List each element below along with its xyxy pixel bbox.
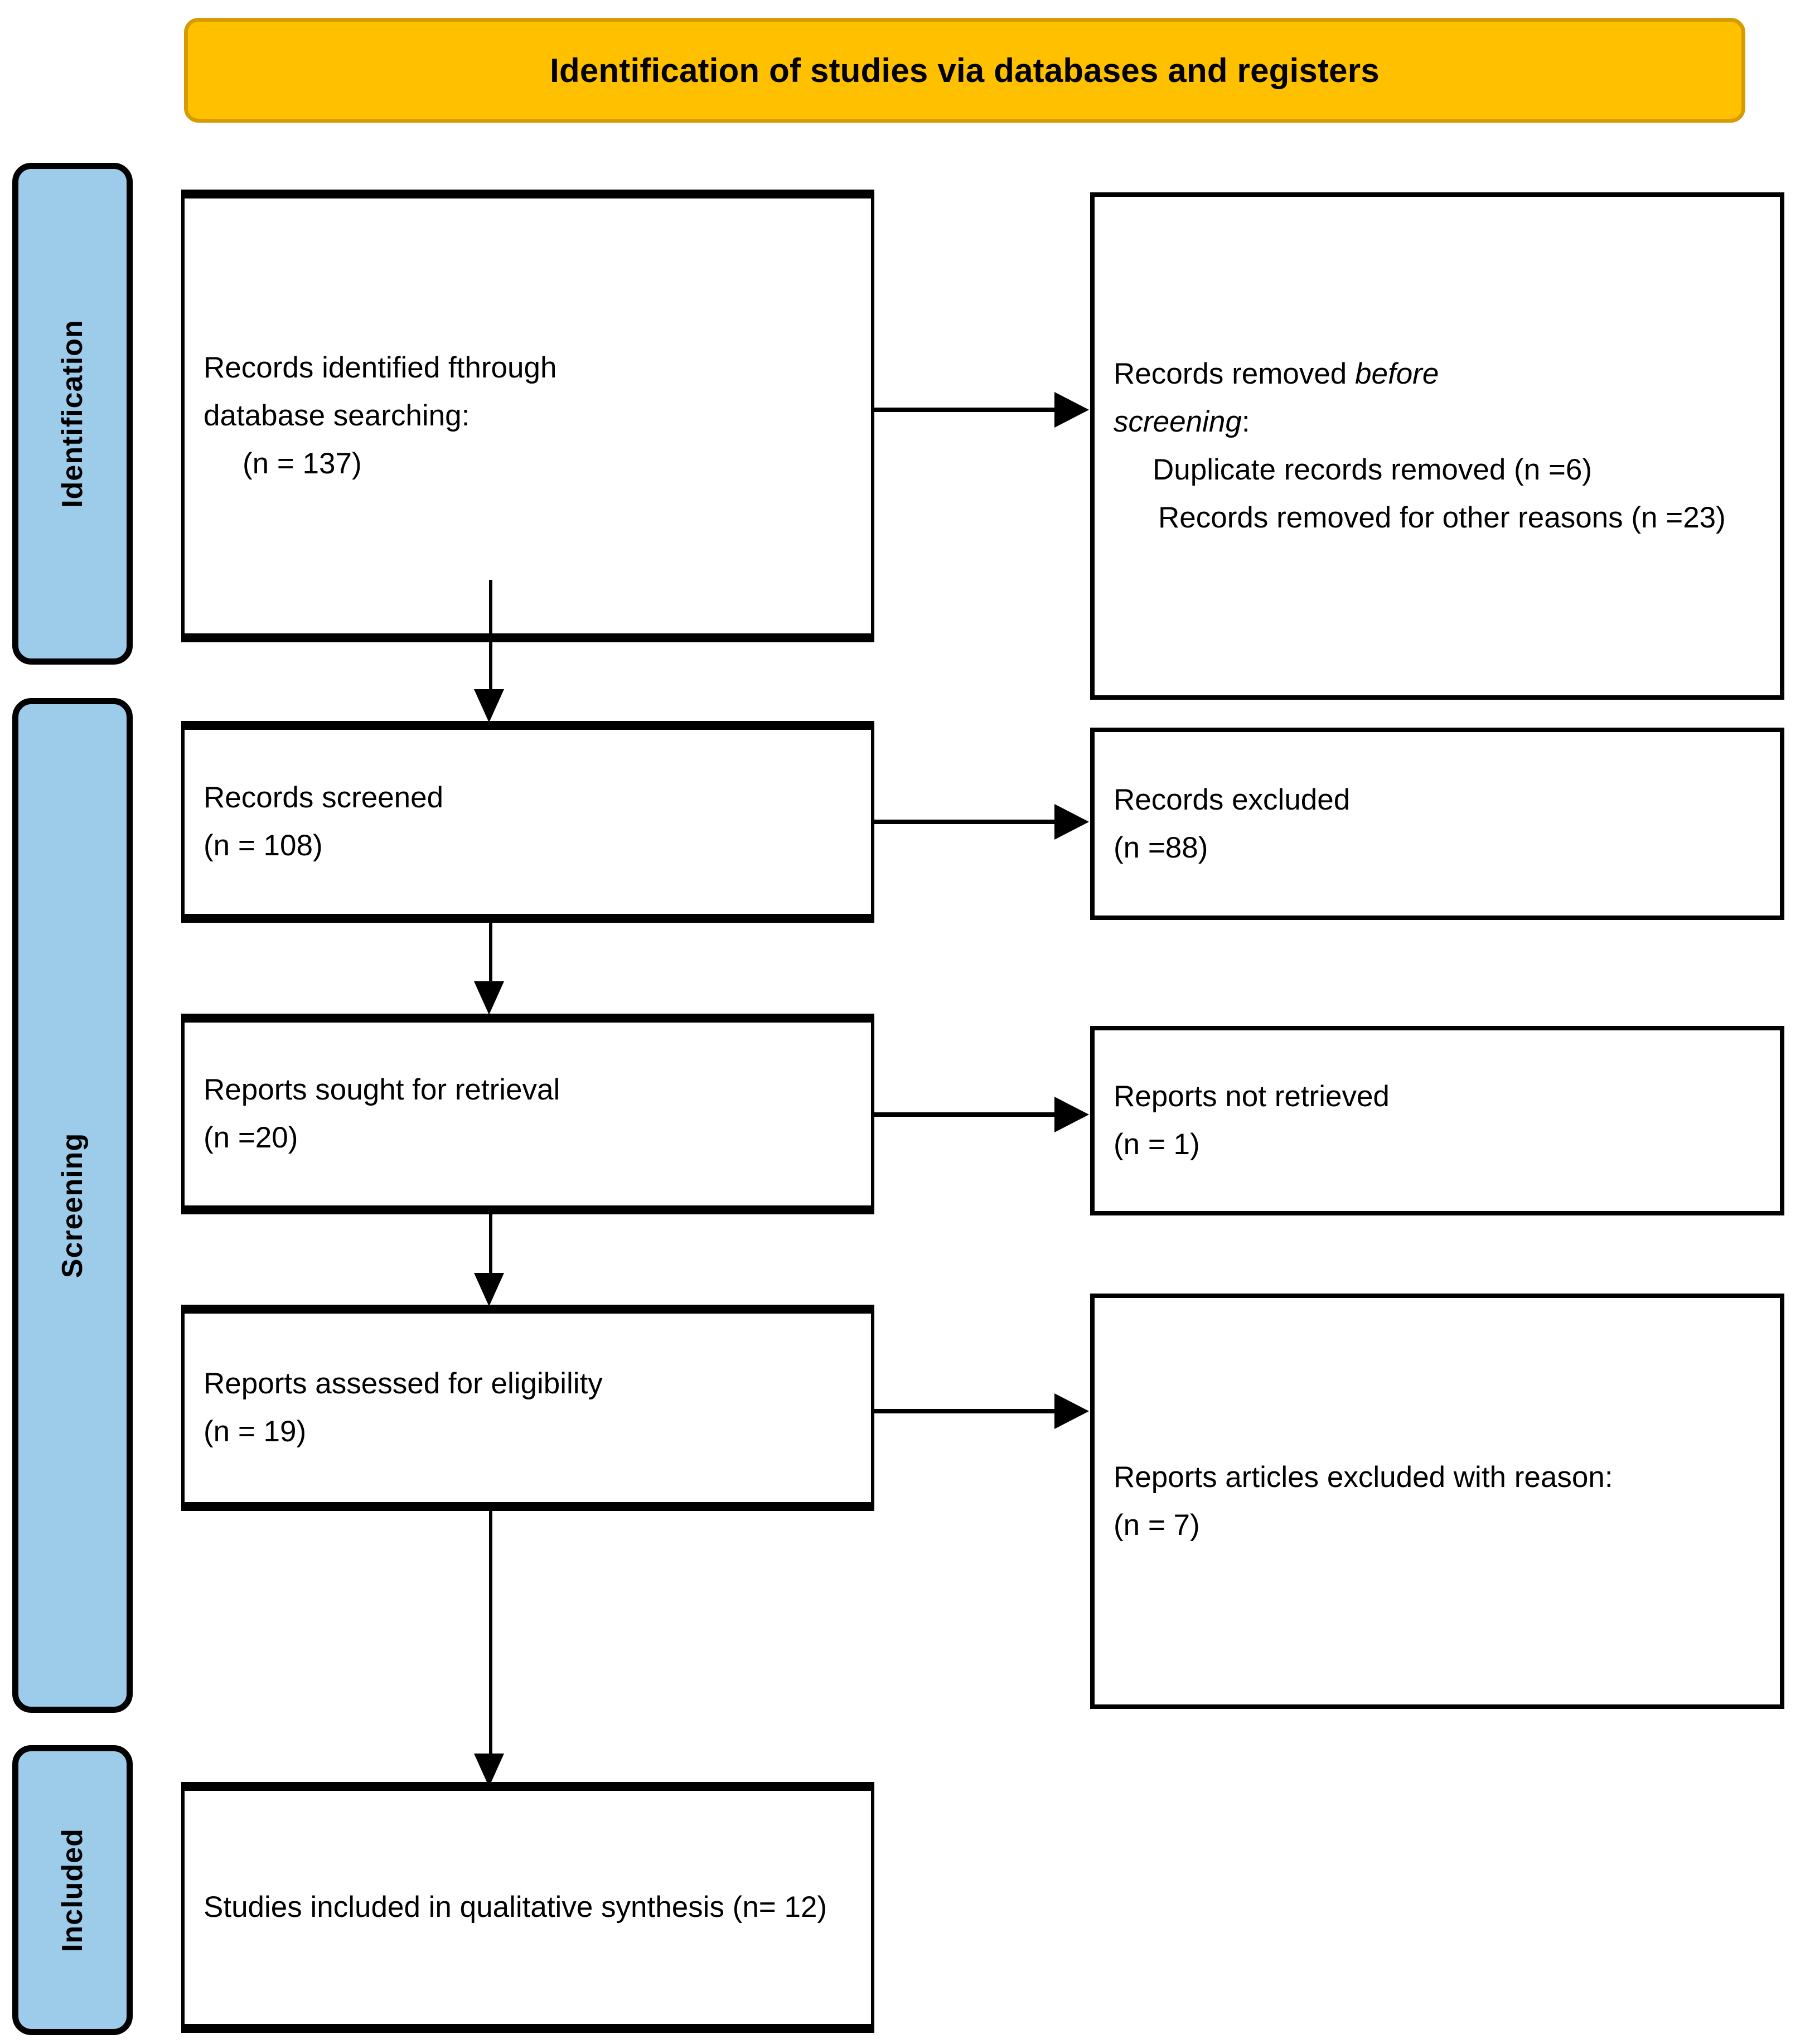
reports-assessed-count: (n = 19)	[204, 1415, 307, 1448]
box-reports-not-retrieved: Reports not retrieved (n = 1)	[1090, 1026, 1784, 1215]
phase-label-included: Included	[56, 1828, 89, 1952]
records-removed-item-other: Records removed for other reasons (n =23…	[1158, 501, 1726, 534]
connector-sought-to-not-retrieved-arrow	[1054, 1097, 1089, 1132]
connector-screened-to-excluded-line	[874, 820, 1056, 824]
connector-identified-to-screened-line	[489, 580, 492, 691]
box-records-identified: Records identified fthrough database sea…	[181, 190, 874, 642]
box-records-identified-text: Records identified fthrough database sea…	[185, 344, 871, 488]
phase-label-screening: Screening	[56, 1132, 89, 1278]
connector-assessed-to-included-arrow	[474, 1754, 504, 1787]
connector-sought-to-assessed-line	[489, 1214, 492, 1276]
phase-bar-screening: Screening	[12, 698, 133, 1713]
records-excluded-label: Records excluded	[1114, 783, 1351, 816]
records-removed-item-duplicate: Duplicate records removed (n =6)	[1153, 453, 1592, 486]
records-screened-label: Records screened	[204, 781, 444, 815]
reports-assessed-label: Reports assessed for eligibility	[204, 1367, 603, 1401]
reports-excluded-count: (n = 7)	[1114, 1508, 1200, 1542]
connector-screened-to-sought-line	[489, 923, 492, 984]
box-reports-excluded-text: Reports articles excluded with reason: (…	[1095, 1454, 1780, 1549]
connector-assessed-to-excluded-line	[874, 1409, 1056, 1413]
connector-assessed-to-excluded-arrow	[1054, 1393, 1089, 1429]
records-identified-count: (n = 137)	[243, 447, 362, 480]
box-studies-included-text: Studies included in qualitative synthesi…	[185, 1883, 871, 1931]
records-identified-line2: database searching:	[204, 399, 470, 433]
connector-identified-to-removed-line	[874, 408, 1056, 412]
phase-bar-included: Included	[12, 1745, 133, 2035]
connector-identified-to-removed-arrow	[1054, 392, 1089, 428]
connector-sought-to-not-retrieved-line	[874, 1112, 1056, 1117]
reports-sought-label: Reports sought for retrieval	[204, 1073, 560, 1107]
connector-assessed-to-included-line	[489, 1511, 492, 1756]
box-reports-sought-text: Reports sought for retrieval (n =20)	[185, 1066, 871, 1162]
box-records-removed-text: Records removed before screening: Duplic…	[1095, 350, 1780, 541]
reports-excluded-label: Reports articles excluded with reason:	[1114, 1460, 1613, 1494]
phase-label-identification: Identification	[56, 319, 89, 508]
box-records-excluded-text: Records excluded (n =88)	[1095, 776, 1780, 872]
records-excluded-count: (n =88)	[1114, 831, 1208, 864]
records-removed-line1-italic: before	[1355, 357, 1439, 391]
reports-not-retrieved-count: (n = 1)	[1114, 1128, 1200, 1161]
header-banner: Identification of studies via databases …	[184, 18, 1745, 123]
reports-not-retrieved-label: Reports not retrieved	[1114, 1080, 1390, 1113]
records-removed-line1-prefix: Records removed	[1114, 357, 1356, 391]
connector-screened-to-excluded-arrow	[1054, 804, 1089, 840]
page-title: Identification of studies via databases …	[550, 51, 1380, 89]
connector-sought-to-assessed-arrow	[474, 1273, 504, 1306]
box-reports-excluded-with-reason: Reports articles excluded with reason: (…	[1090, 1294, 1784, 1709]
reports-sought-count: (n =20)	[204, 1121, 298, 1154]
box-reports-sought: Reports sought for retrieval (n =20)	[181, 1014, 874, 1214]
box-studies-included: Studies included in qualitative synthesi…	[181, 1782, 874, 2033]
box-records-screened: Records screened (n = 108)	[181, 721, 874, 923]
box-records-excluded: Records excluded (n =88)	[1090, 728, 1784, 920]
connector-identified-to-screened-arrow	[474, 689, 504, 723]
records-removed-line2-italic: screening	[1114, 405, 1242, 439]
records-identified-line1: Records identified fthrough	[204, 351, 557, 385]
records-removed-line2-suffix: :	[1241, 405, 1250, 439]
box-records-screened-text: Records screened (n = 108)	[185, 774, 871, 870]
studies-included-label: Studies included in qualitative synthesi…	[204, 1891, 827, 1924]
phase-bar-identification: Identification	[12, 163, 133, 665]
box-records-removed-before-screening: Records removed before screening: Duplic…	[1090, 192, 1784, 700]
connector-screened-to-sought-arrow	[474, 981, 504, 1015]
box-reports-assessed-text: Reports assessed for eligibility (n = 19…	[185, 1360, 871, 1456]
box-reports-assessed: Reports assessed for eligibility (n = 19…	[181, 1305, 874, 1511]
records-screened-count: (n = 108)	[204, 829, 323, 862]
box-reports-not-retrieved-text: Reports not retrieved (n = 1)	[1095, 1073, 1780, 1169]
